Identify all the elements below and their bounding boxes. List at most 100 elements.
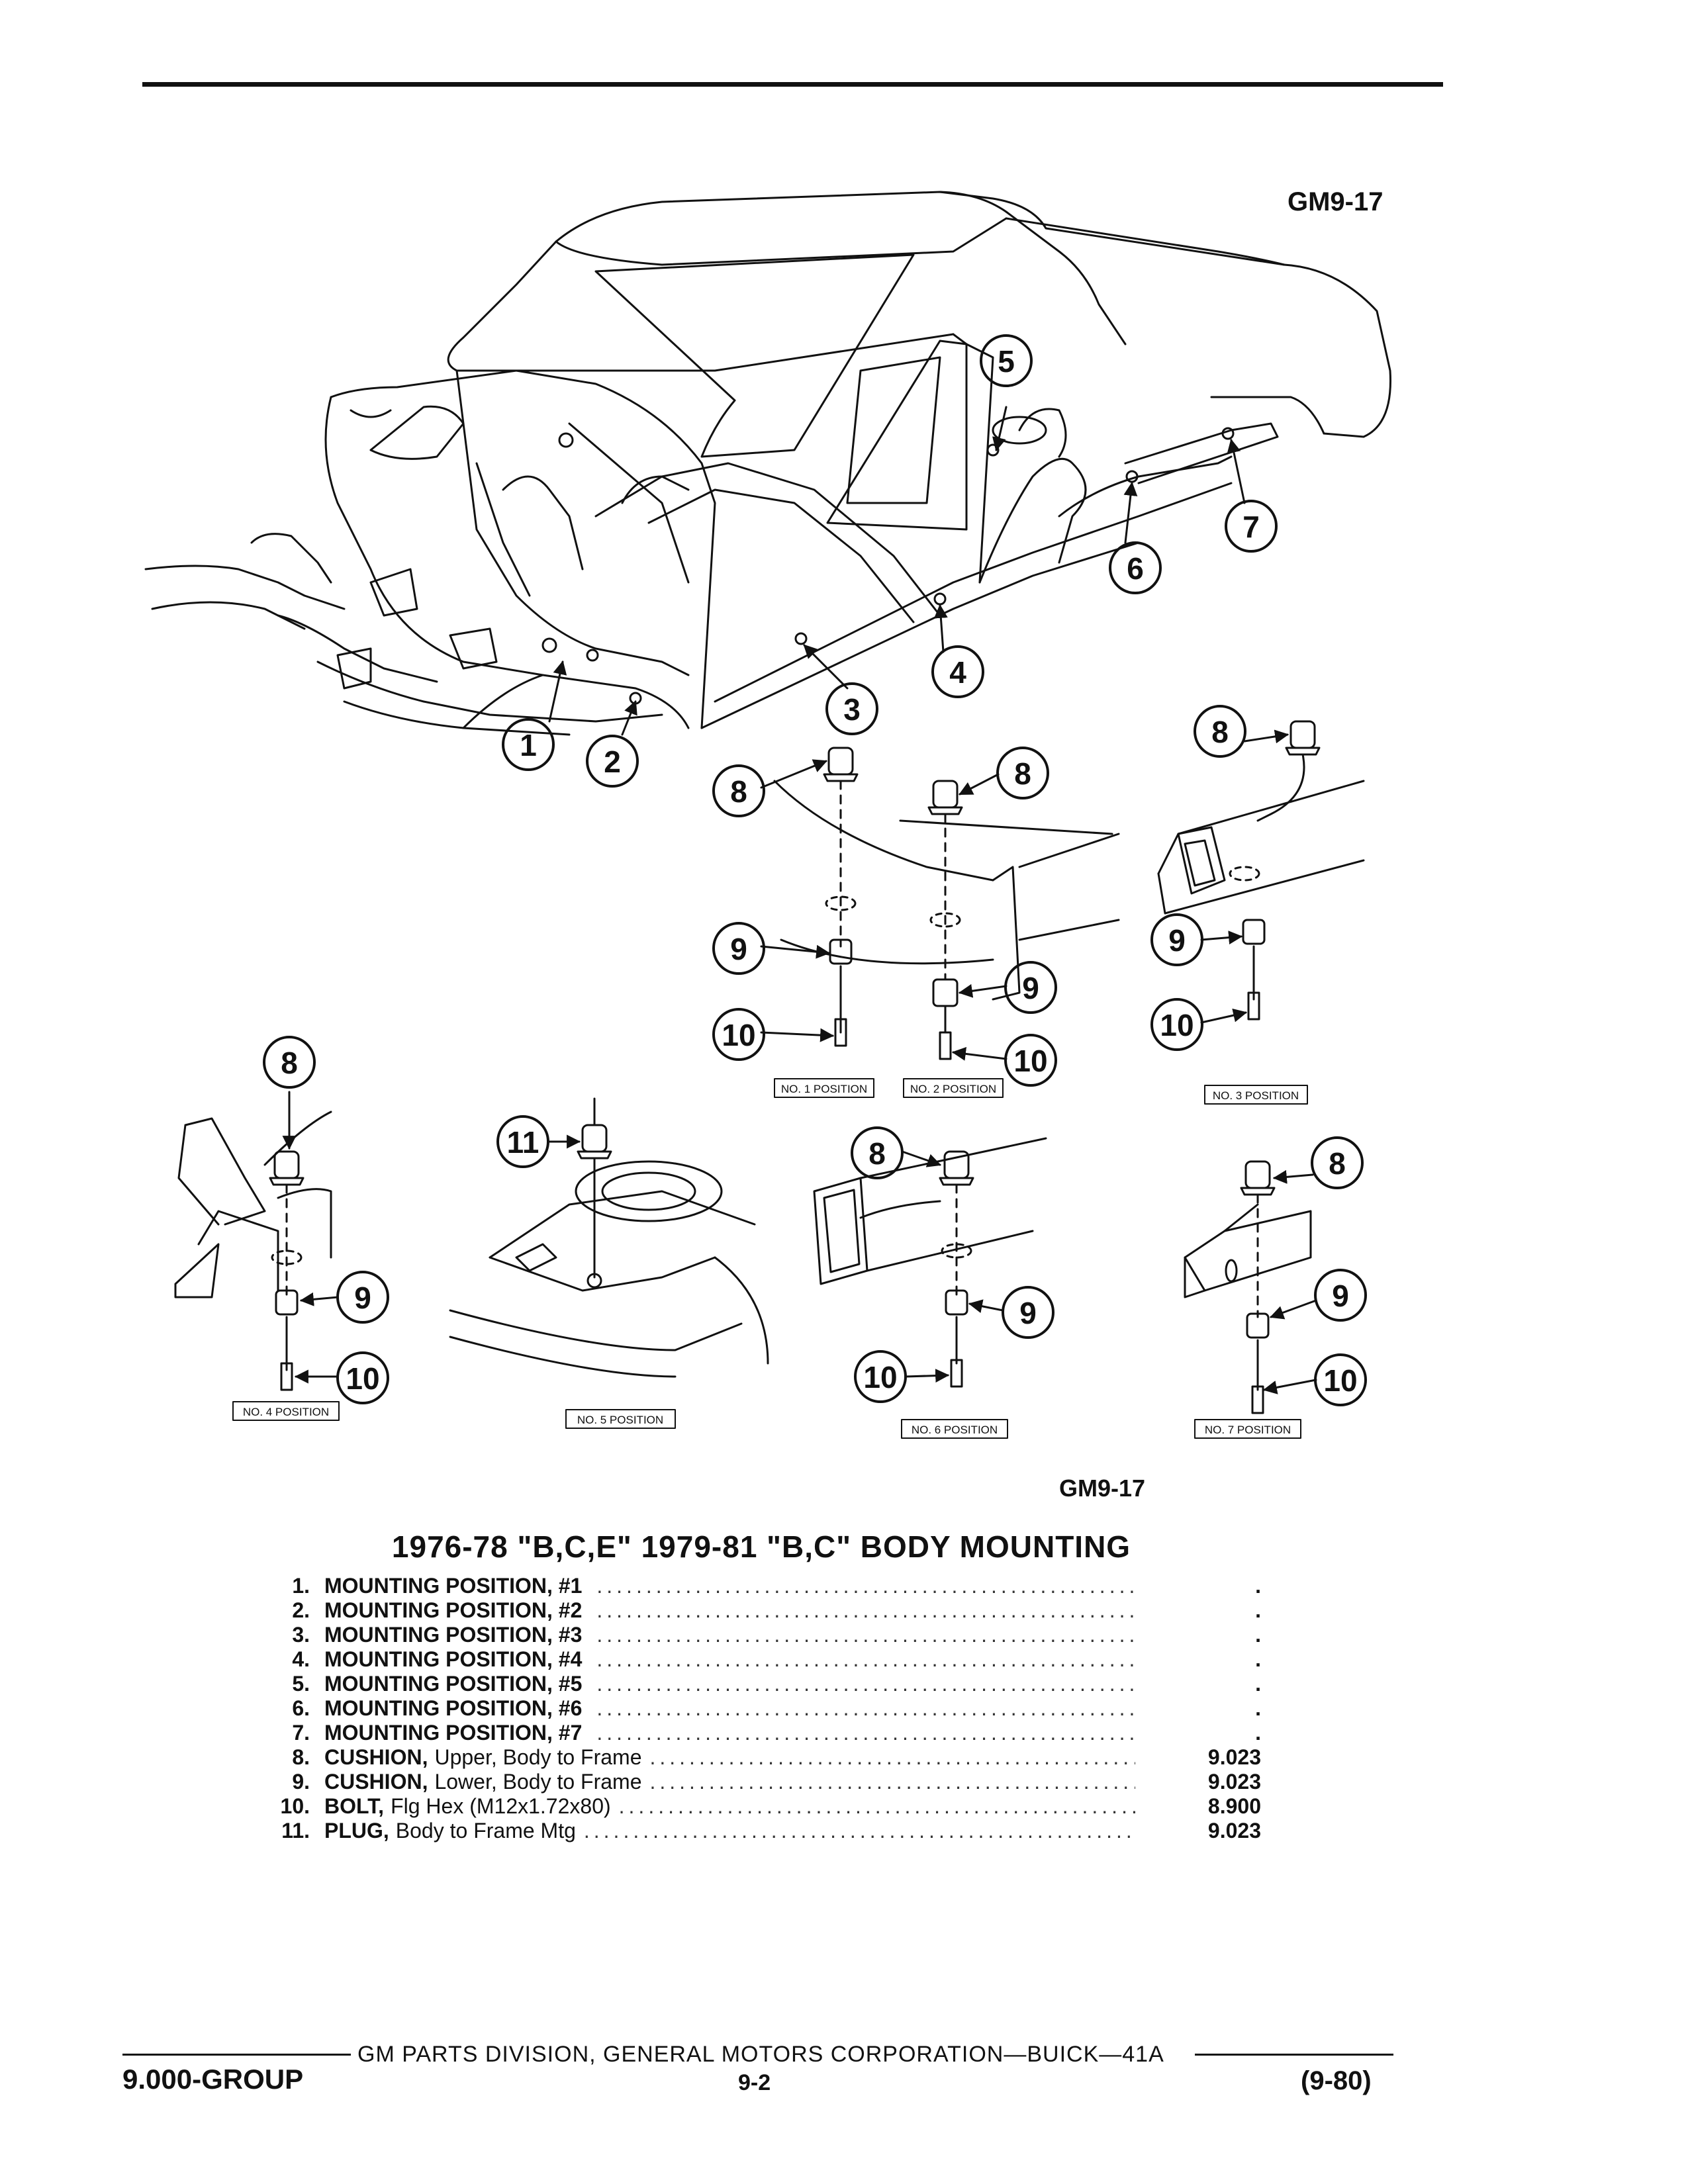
svg-text:8: 8 [868,1136,886,1171]
callout-7: 7 [1225,500,1278,553]
svg-text:8: 8 [281,1046,298,1080]
figure-code-top: GM9-17 [1288,187,1383,216]
part-group-number: . [1255,1672,1261,1696]
callout-10: 10 [712,1008,765,1061]
parts-list-item: 11.PLUG,Body to Frame Mtg9.023 [261,1819,1294,1843]
part-group-number: . [1255,1598,1261,1622]
part-name: MOUNTING POSITION, #3 [324,1623,583,1647]
position-label-7: NO. 7 POSITION [1194,1419,1301,1439]
svg-text:NO. 4 POSITION: NO. 4 POSITION [243,1406,329,1418]
svg-text:10: 10 [1160,1008,1194,1042]
svg-text:NO. 3 POSITION: NO. 3 POSITION [1213,1089,1299,1102]
svg-text:NO. 5 POSITION: NO. 5 POSITION [577,1414,663,1426]
svg-text:8: 8 [1211,715,1229,749]
position-label-4: NO. 4 POSITION [232,1401,340,1421]
part-name: MOUNTING POSITION, #1 [324,1574,583,1598]
part-number: 6. [292,1696,310,1720]
part-number: 10. [280,1794,310,1818]
svg-text:1: 1 [520,728,537,762]
part-number: 4. [292,1647,310,1671]
detail-no6 [813,1137,1047,1388]
parts-list-item: 1.MOUNTING POSITION, #1. [261,1574,1294,1598]
footer-group: 9.000-GROUP [122,2064,304,2095]
svg-text:NO. 2 POSITION: NO. 2 POSITION [910,1083,996,1095]
part-number: 8. [292,1745,310,1769]
svg-text:NO. 6 POSITION: NO. 6 POSITION [912,1424,998,1436]
position-label-1: NO. 1 POSITION [774,1078,874,1098]
footer-page-number: 9-2 [738,2070,771,2095]
svg-text:9: 9 [1332,1279,1349,1313]
callout-9: 9 [712,922,765,975]
part-description: Upper, Body to Frame [434,1745,642,1769]
part-name: MOUNTING POSITION, #4 [324,1647,583,1671]
parts-list-item: 3.MOUNTING POSITION, #3. [261,1623,1294,1647]
position-label-6: NO. 6 POSITION [901,1419,1008,1439]
svg-text:11: 11 [507,1125,539,1160]
callout-10: 10 [1314,1353,1367,1406]
part-description: Lower, Body to Frame [434,1770,642,1794]
callout-5: 5 [980,334,1033,387]
svg-text:9: 9 [1022,971,1039,1005]
svg-text:9: 9 [730,932,747,966]
callout-9: 9 [1004,961,1057,1014]
part-group-number: . [1255,1696,1261,1720]
position-label-5: NO. 5 POSITION [565,1409,676,1429]
callout-10: 10 [1150,998,1203,1051]
body-mounting-diagram: 1 2 3 4 5 6 7 8 8 9 9 10 10 8 9 10 8 9 1… [144,191,1391,1439]
part-name: MOUNTING POSITION, #5 [324,1672,583,1696]
leader-dots [588,1574,1135,1598]
callout-8: 8 [1194,705,1246,758]
svg-text:10: 10 [863,1360,897,1394]
position-label-3: NO. 3 POSITION [1204,1085,1308,1105]
leader-dots [611,1794,1135,1819]
detail-no1-no2 [760,747,1120,1061]
callout-circles: 1 2 3 4 5 6 7 8 8 9 9 10 10 8 9 10 8 9 1… [263,334,1367,1406]
part-description: Flg Hex (M12x1.72x80) [391,1794,611,1818]
part-number: 2. [292,1598,310,1622]
footer-rule-left [122,2054,351,2056]
leader-dots [588,1672,1135,1696]
callout-8: 8 [1311,1136,1364,1189]
callout-9: 9 [1314,1269,1367,1322]
callout-9: 9 [336,1271,389,1324]
callout-8: 8 [996,747,1049,799]
figure-code-bottom: GM9-17 [1059,1475,1146,1502]
callout-9: 9 [1002,1286,1055,1339]
footer-rule-right [1195,2054,1393,2056]
part-name: MOUNTING POSITION, #7 [324,1721,583,1745]
part-name: PLUG, [324,1819,389,1843]
part-number: 3. [292,1623,310,1647]
svg-text:10: 10 [1013,1044,1047,1078]
callout-4: 4 [931,645,984,698]
callout-11: 11 [496,1115,549,1168]
footer-date: (9-80) [1301,2066,1372,2095]
leader-dots [588,1647,1135,1672]
svg-text:NO. 7 POSITION: NO. 7 POSITION [1205,1424,1291,1436]
svg-text:6: 6 [1127,551,1144,586]
svg-text:8: 8 [1329,1146,1346,1181]
part-name: MOUNTING POSITION, #6 [324,1696,583,1720]
svg-text:10: 10 [722,1018,755,1052]
svg-text:4: 4 [949,655,966,690]
svg-text:5: 5 [998,344,1015,379]
svg-text:3: 3 [843,692,861,727]
part-group-number: 8.900 [1207,1794,1261,1818]
part-name: CUSHION, [324,1745,428,1769]
part-group-number: . [1255,1721,1261,1745]
callout-8: 8 [263,1036,316,1089]
svg-text:9: 9 [354,1281,371,1315]
callout-9: 9 [1150,913,1203,966]
callout-10: 10 [336,1351,389,1404]
callout-3: 3 [825,682,878,735]
svg-text:2: 2 [604,745,621,779]
svg-text:8: 8 [1014,756,1031,791]
part-number: 5. [292,1672,310,1696]
detail-no3 [1157,720,1365,1024]
svg-text:10: 10 [346,1361,379,1396]
part-group-number: 9.023 [1207,1819,1261,1843]
position-labels: NO. 1 POSITION NO. 2 POSITION NO. 3 POSI… [232,1078,1308,1439]
leader-dots [588,1696,1135,1721]
parts-list: 1.MOUNTING POSITION, #1.2. MOUNTING POSIT… [261,1574,1294,1843]
leader-dots [588,1623,1135,1647]
part-group-number: 9.023 [1207,1745,1261,1769]
